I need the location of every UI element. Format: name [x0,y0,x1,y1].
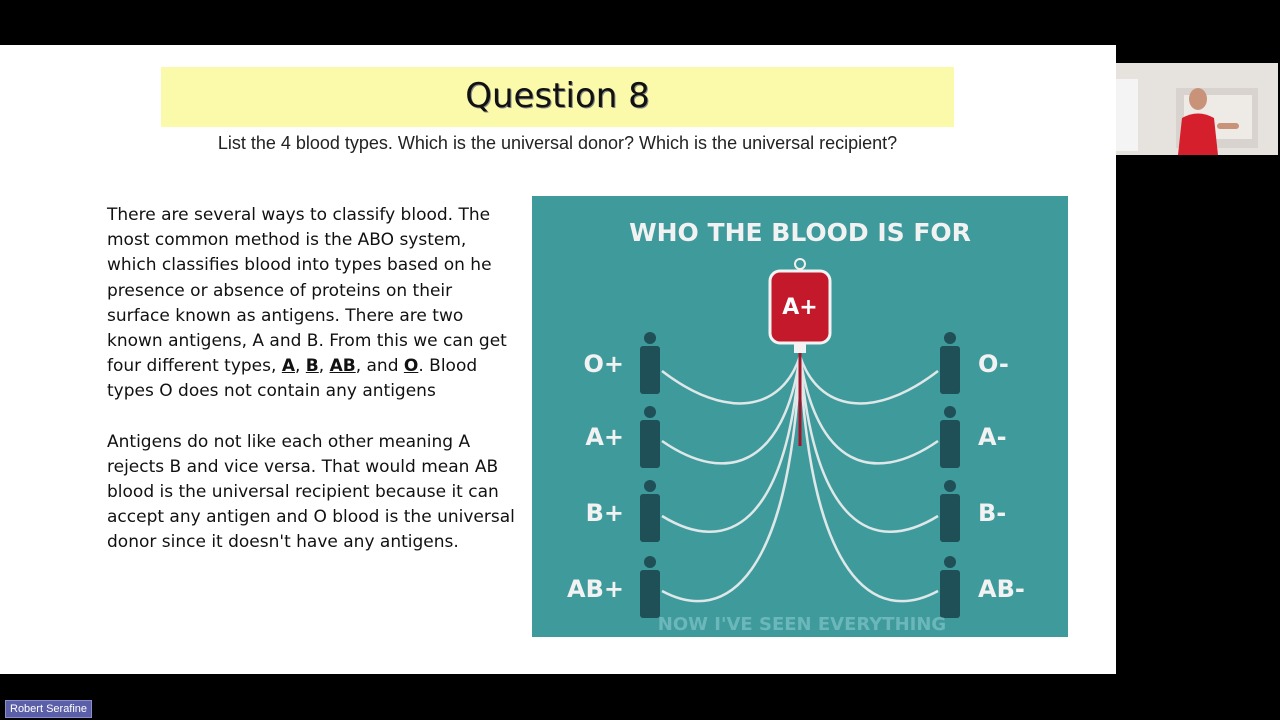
blood-compatibility-diagram: WHO THE BLOOD IS FOR A+ [567,218,1025,635]
tube-left-3 [661,355,802,533]
type-a: A [281,356,295,377]
tube-left-2 [661,355,802,465]
figure-heading: WHO THE BLOOD IS FOR [629,218,971,247]
right-label-2: A- [978,423,1007,451]
type-b: B [305,356,319,377]
participant-name-tag: Robert Serafine [5,700,93,718]
right-label-3: B- [978,499,1006,527]
tubes [661,355,939,603]
person-icon [640,332,660,394]
left-label-2: A+ [585,423,624,451]
left-label-3: B+ [586,499,624,527]
right-person-icons [940,332,960,618]
paragraph-1-intro: There are several ways to classify blood… [107,205,507,377]
right-label-4: AB- [978,575,1025,603]
presenter-video-frame [1116,63,1278,155]
right-label-1: O- [978,350,1009,378]
type-labels: O+ A+ B+ AB+ O- A- B- AB- [567,350,1025,603]
type-o: O [403,356,419,377]
left-label-4: AB+ [567,575,624,603]
title-band: Question 8 [161,67,954,127]
presentation-slide: Question 8 List the 4 blood types. Which… [0,45,1116,674]
type-ab: AB [329,356,356,377]
paragraph-2: Antigens do not like each other meaning … [107,431,515,553]
question-text: List the 4 blood types. Which is the uni… [217,133,898,153]
left-person-icons [640,332,660,618]
tube-right-1 [798,355,939,405]
blood-bag-icon [768,258,832,353]
slide-title: Question 8 [465,76,650,116]
person-icon [940,480,960,542]
person-icon [640,480,660,542]
person-icon [940,332,960,394]
paragraph-1: There are several ways to classify blood… [107,205,507,402]
presenter-video-thumbnail[interactable] [1116,63,1278,155]
and-word: , and [355,356,404,377]
tube-right-3 [798,355,939,533]
person-icon [940,406,960,468]
paragraph-1-outro: . Blood types O does not contain any ant… [107,356,478,402]
blood-compatibility-image: WHO THE BLOOD IS FOR A+ [532,196,1068,637]
tube-right-2 [798,355,939,465]
tube-left-1 [661,355,802,405]
tube-left-4 [661,355,802,603]
tube-right-4 [798,355,939,603]
person-icon [940,556,960,618]
person-icon [640,406,660,468]
left-label-1: O+ [583,350,624,378]
bag-label: A+ [782,295,817,320]
explanation-text: There are several ways to classify blood… [107,203,517,581]
watermark: NOW I'VE SEEN EVERYTHING [658,614,946,635]
person-icon [640,556,660,618]
